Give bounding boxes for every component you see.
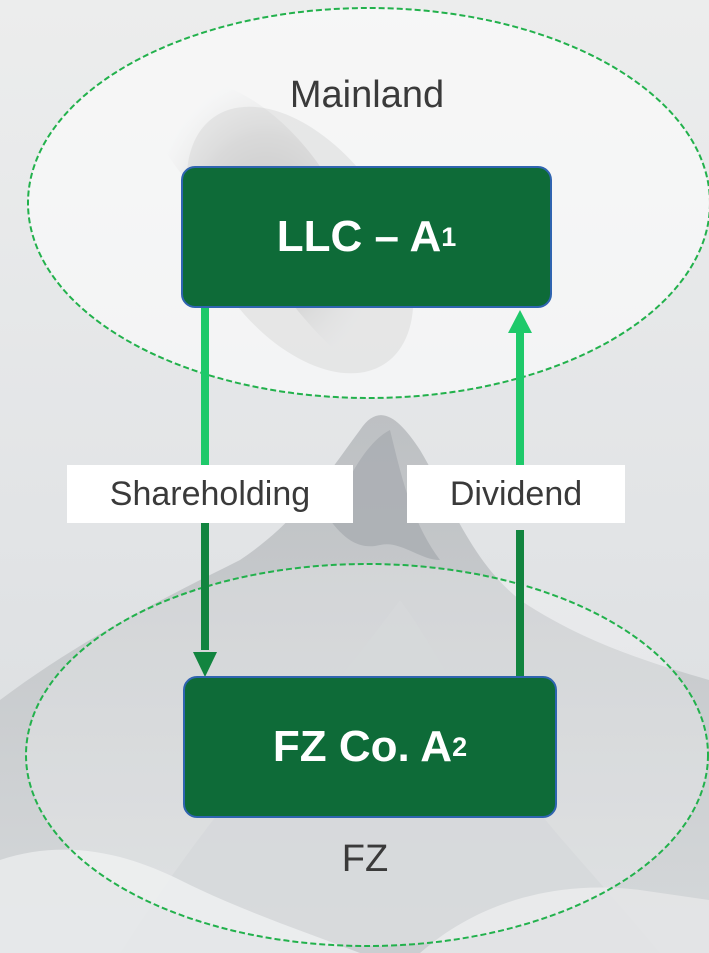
shareholding-label: Shareholding bbox=[67, 465, 353, 523]
fz-label: FZ bbox=[341, 838, 389, 880]
fz-co-a2-name: FZ Co. A bbox=[272, 722, 453, 771]
dividend-arrowhead bbox=[508, 310, 532, 333]
llc-a1-name: LLC – A bbox=[276, 212, 442, 261]
mainland-label: Mainland bbox=[289, 74, 445, 116]
dividend-label: Dividend bbox=[407, 465, 625, 523]
shareholding-arrowhead bbox=[193, 652, 217, 677]
